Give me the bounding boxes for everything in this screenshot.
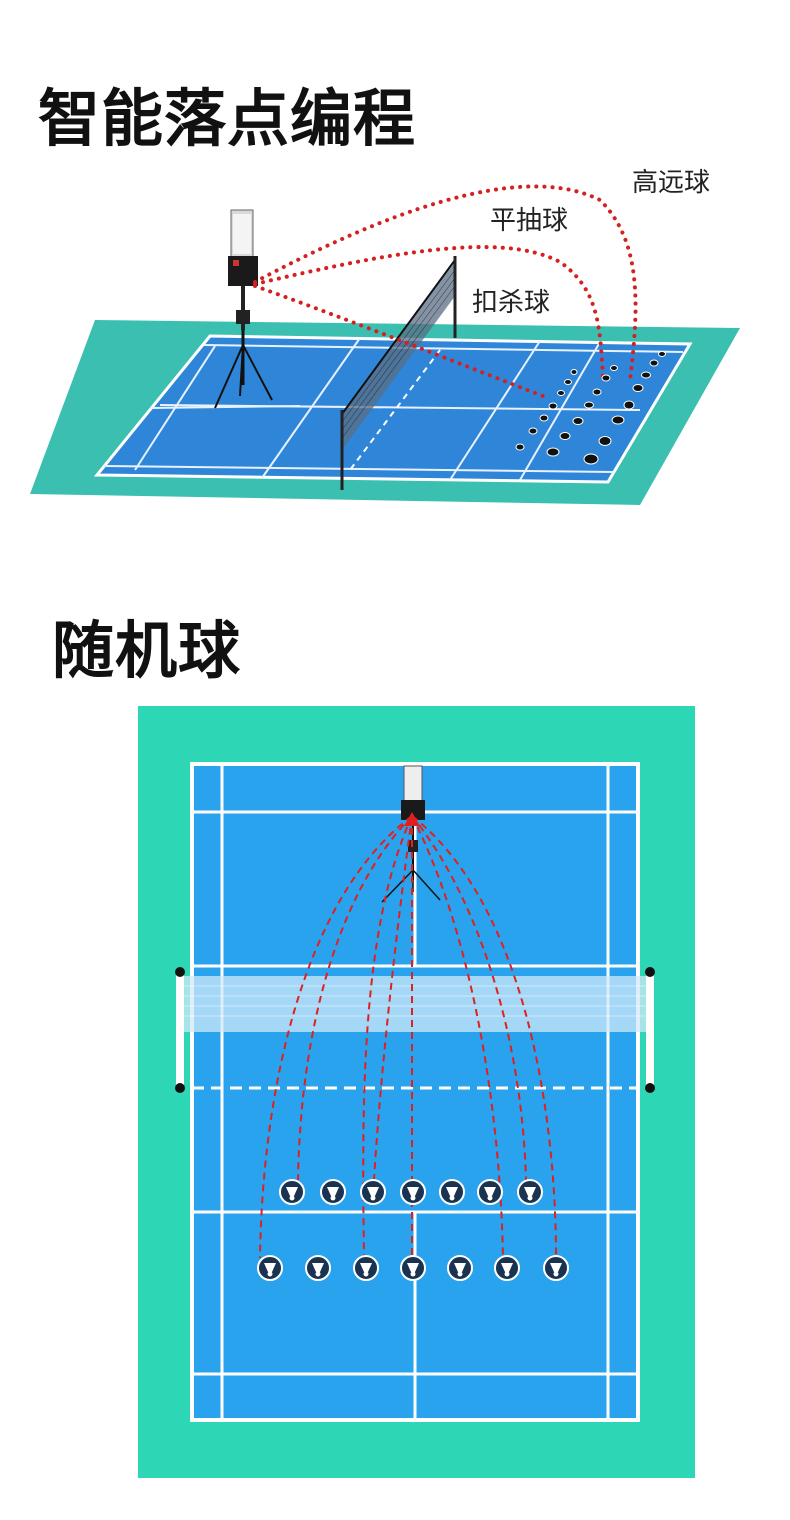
net-icon bbox=[175, 967, 655, 1093]
landing-spots bbox=[515, 351, 666, 465]
court-surround bbox=[138, 706, 695, 1478]
shuttlecock-icon bbox=[257, 1255, 283, 1281]
shuttlecock-icon bbox=[320, 1179, 346, 1205]
shuttlecock-icon bbox=[305, 1255, 331, 1281]
shuttlecock-icon bbox=[517, 1179, 543, 1205]
shuttlecock-icon bbox=[477, 1179, 503, 1205]
trajectory-4 bbox=[373, 815, 413, 1181]
random-section-title: 随机球 bbox=[52, 614, 242, 687]
label-drive: 平抽球 bbox=[490, 206, 569, 236]
court-lines bbox=[103, 337, 684, 481]
trajectory-drive bbox=[253, 245, 605, 380]
trajectories bbox=[259, 815, 557, 1259]
trajectory-smash bbox=[253, 284, 550, 400]
perspective-court-diagram bbox=[30, 184, 740, 505]
label-high-clear: 高远球 bbox=[632, 168, 711, 198]
trajectory-8 bbox=[411, 815, 557, 1259]
trajectory-1 bbox=[259, 815, 413, 1259]
trajectories bbox=[253, 184, 638, 400]
court-surface bbox=[190, 762, 640, 1422]
trajectory-2 bbox=[297, 815, 413, 1181]
shuttlecock-icon bbox=[400, 1255, 426, 1281]
court-lines bbox=[192, 764, 638, 1420]
shuttlecock-icon bbox=[279, 1179, 305, 1205]
shuttlecock-icon bbox=[360, 1179, 386, 1205]
court-surface bbox=[93, 334, 693, 484]
launch-arrow bbox=[404, 812, 420, 826]
net-icon bbox=[340, 256, 457, 490]
shuttlecock-icon bbox=[494, 1255, 520, 1281]
trajectory-7 bbox=[411, 815, 527, 1181]
shuttle-row-front bbox=[279, 1179, 543, 1205]
ball-machine-icon bbox=[381, 765, 441, 903]
shuttle-row-back bbox=[257, 1255, 569, 1281]
shuttlecock-icon bbox=[439, 1179, 465, 1205]
shuttlecock-icon bbox=[447, 1255, 473, 1281]
program-section-title: 智能落点编程 bbox=[38, 82, 417, 155]
shuttlecock-icon bbox=[400, 1179, 426, 1205]
trajectory-3 bbox=[362, 815, 413, 1259]
center-line-dashed bbox=[349, 349, 441, 471]
trajectory-6 bbox=[411, 815, 504, 1259]
shuttlecock-icon bbox=[353, 1255, 379, 1281]
label-smash: 扣杀球 bbox=[472, 288, 551, 318]
ball-machine-icon bbox=[214, 209, 273, 409]
shuttlecock-icon bbox=[543, 1255, 569, 1281]
